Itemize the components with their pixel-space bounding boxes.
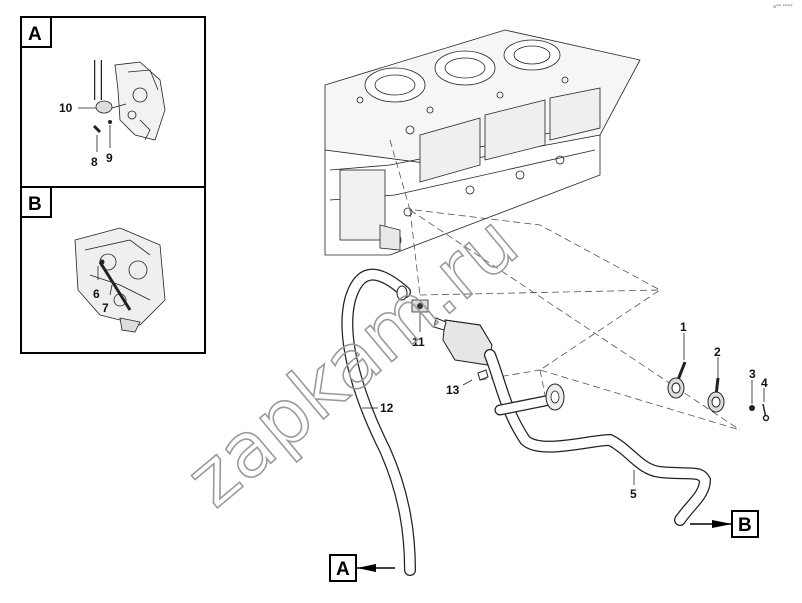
callout-5: 5 (630, 487, 637, 501)
pipe-5 (484, 349, 712, 526)
callout-leaders (362, 312, 765, 485)
inset-a-callout-10: 10 (59, 101, 73, 115)
part-3-nut (749, 405, 755, 411)
inset-a-callout-8: 8 (91, 155, 98, 169)
inset-b-letter: B (28, 194, 42, 215)
callout-1: 1 (680, 320, 687, 334)
inset-a-letter: A (28, 24, 42, 45)
engine-block (324, 29, 641, 256)
inset-a-callout-9: 9 (106, 151, 113, 165)
callout-12: 12 (380, 401, 394, 415)
callout-4: 4 (761, 376, 768, 390)
corner-marking: a** **** (773, 4, 793, 10)
callout-11: 11 (412, 335, 425, 349)
part-2-fitting (707, 377, 725, 413)
leader-lines (389, 139, 741, 431)
inset-b: B 6 7 (20, 186, 206, 354)
pipe-12 (341, 268, 429, 576)
part-4-bolt (762, 403, 770, 422)
view-ref-a-letter: A (336, 559, 350, 580)
inset-a: A 10 8 9 (20, 16, 206, 188)
inset-b-callout-6: 6 (93, 287, 100, 301)
part-1-fitting (667, 361, 687, 399)
main-callouts: 1 2 3 4 5 11 12 13 (380, 320, 768, 501)
view-ref-b-letter: B (738, 515, 752, 536)
callout-13: 13 (446, 383, 460, 397)
view-ref-b: B (690, 510, 759, 538)
callout-3: 3 (749, 367, 756, 381)
view-ref-a: A (329, 554, 395, 582)
callout-2: 2 (714, 345, 721, 359)
inset-b-callout-7: 7 (102, 301, 109, 315)
